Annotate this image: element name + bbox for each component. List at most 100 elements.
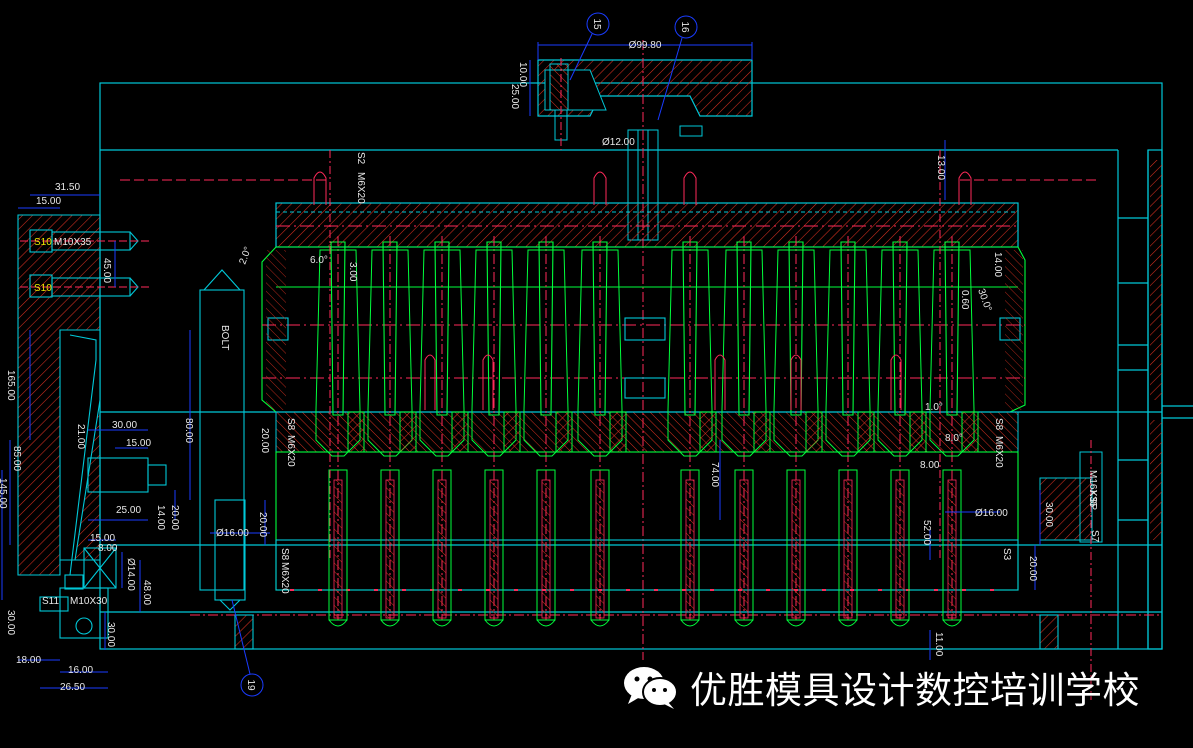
cavity-block [261, 246, 1026, 413]
svg-text:2.0°: 2.0° [237, 245, 253, 266]
svg-text:S3: S3 [1001, 548, 1012, 561]
svg-text:19: 19 [245, 679, 256, 691]
svg-text:74.00: 74.00 [709, 462, 720, 487]
svg-text:M6X20: M6X20 [285, 435, 296, 467]
svg-text:S8: S8 [285, 418, 296, 431]
svg-text:S2: S2 [355, 152, 366, 165]
svg-text:145.00: 145.00 [0, 478, 8, 509]
svg-text:1.0°: 1.0° [925, 402, 943, 413]
svg-text:20.00: 20.00 [1027, 556, 1038, 581]
svg-text:48.00: 48.00 [141, 580, 152, 605]
svg-text:S8: S8 [279, 548, 290, 561]
right-rail-hatch [1150, 160, 1162, 400]
svg-text:85.00: 85.00 [11, 446, 22, 471]
svg-text:Ø99.80: Ø99.80 [629, 40, 662, 51]
nozzle-12 [929, 236, 979, 627]
svg-text:15.00: 15.00 [36, 196, 61, 207]
svg-text:M10X30: M10X30 [70, 596, 108, 607]
nozzle-5 [523, 236, 573, 627]
watermark: 优胜模具设计数控培训学校 [622, 662, 1140, 712]
svg-text:S10: S10 [34, 283, 52, 294]
svg-text:10.00: 10.00 [517, 62, 528, 87]
svg-text:15: 15 [591, 18, 602, 30]
svg-text:30.00: 30.00 [5, 610, 16, 635]
nozzle-11 [877, 236, 927, 627]
right-assembly [329, 150, 1103, 700]
svg-text:30.00: 30.00 [1043, 502, 1054, 527]
nozzle-4 [471, 236, 521, 627]
svg-text:15.00: 15.00 [126, 438, 151, 449]
nozzle-1 [315, 236, 365, 627]
svg-text:Ø14.00: Ø14.00 [125, 558, 136, 591]
svg-text:30.00: 30.00 [105, 622, 116, 647]
svg-text:M10X35: M10X35 [54, 237, 92, 248]
nozzle-8 [721, 236, 771, 627]
nozzle-10 [825, 236, 875, 627]
svg-text:80.00: 80.00 [183, 418, 194, 443]
svg-text:14.00: 14.00 [992, 252, 1003, 277]
right-side-hatch [1005, 250, 1023, 410]
nozzle-6 [577, 236, 627, 627]
svg-text:S11: S11 [42, 596, 59, 607]
heater-post-1 [313, 171, 327, 205]
svg-text:S10: S10 [34, 237, 52, 248]
svg-text:3.00: 3.00 [347, 262, 358, 282]
svg-text:16: 16 [679, 21, 690, 33]
svg-text:Ø16.00: Ø16.00 [216, 528, 249, 539]
guide-pin-4 [790, 354, 802, 410]
svg-text:0.60: 0.60 [959, 290, 970, 310]
watermark-text: 优胜模具设计数控培训学校 [690, 669, 1140, 712]
svg-text:31.50: 31.50 [55, 182, 80, 193]
svg-text:45.00: 45.00 [101, 258, 112, 283]
svg-text:11.00: 11.00 [933, 632, 944, 657]
nozzle-group [313, 171, 979, 627]
guide-pin-3 [714, 354, 726, 410]
heater-post-2 [593, 171, 607, 205]
nozzle-7 [667, 236, 717, 627]
svg-text:S8: S8 [993, 418, 1004, 431]
balloon-19: 19 [231, 599, 264, 697]
svg-text:20.00: 20.00 [257, 512, 268, 537]
svg-text:21.00: 21.00 [75, 424, 86, 449]
svg-text:6.0°: 6.0° [310, 255, 328, 266]
balloon-16: 16 [657, 15, 698, 121]
svg-text:13.00: 13.00 [935, 155, 946, 180]
cavity-lower-hatch [275, 411, 1019, 453]
svg-text:BOLT: BOLT [219, 325, 230, 350]
svg-text:18.00: 18.00 [16, 655, 41, 666]
svg-text:8.00: 8.00 [98, 543, 118, 554]
svg-text:Ø12.00: Ø12.00 [602, 137, 635, 148]
svg-text:52.00: 52.00 [921, 520, 932, 545]
svg-text:20.00: 20.00 [259, 428, 270, 453]
nozzle-2 [367, 236, 417, 627]
svg-text:25.00: 25.00 [116, 505, 141, 516]
svg-text:S7: S7 [1089, 530, 1100, 543]
svg-text:15.00: 15.00 [90, 533, 115, 544]
guide-pin-2 [482, 354, 494, 410]
locating-ring [537, 58, 753, 150]
component-labels: S10 M10X35 S10 S11 M10X30 BOLT S2 M6X20 … [34, 152, 1100, 607]
svg-text:30.00: 30.00 [112, 420, 137, 431]
heater-post-4 [958, 171, 972, 205]
core-plate [275, 451, 1019, 591]
guide-pin-1 [424, 354, 436, 410]
guide-pin-5 [890, 354, 902, 410]
svg-text:8.0°: 8.0° [945, 433, 963, 444]
svg-text:14.00: 14.00 [155, 505, 166, 530]
svg-text:Ø16.00: Ø16.00 [975, 508, 1008, 519]
heater-post-3 [683, 171, 697, 205]
balloon-15: 15 [569, 12, 610, 81]
svg-text:M6X20: M6X20 [993, 436, 1004, 468]
manifold-plate [120, 179, 1100, 248]
svg-text:8.00: 8.00 [920, 460, 940, 471]
svg-text:25.00: 25.00 [509, 84, 520, 109]
svg-text:30.0°: 30.0° [975, 287, 993, 313]
svg-text:26.50: 26.50 [60, 682, 85, 693]
wechat-icon [624, 667, 678, 709]
left-side-hatch [266, 250, 286, 410]
svg-text:M6X20: M6X20 [355, 172, 366, 204]
svg-text:165.00: 165.00 [5, 370, 16, 401]
svg-text:16.00: 16.00 [68, 665, 93, 676]
nozzle-3 [419, 236, 469, 627]
